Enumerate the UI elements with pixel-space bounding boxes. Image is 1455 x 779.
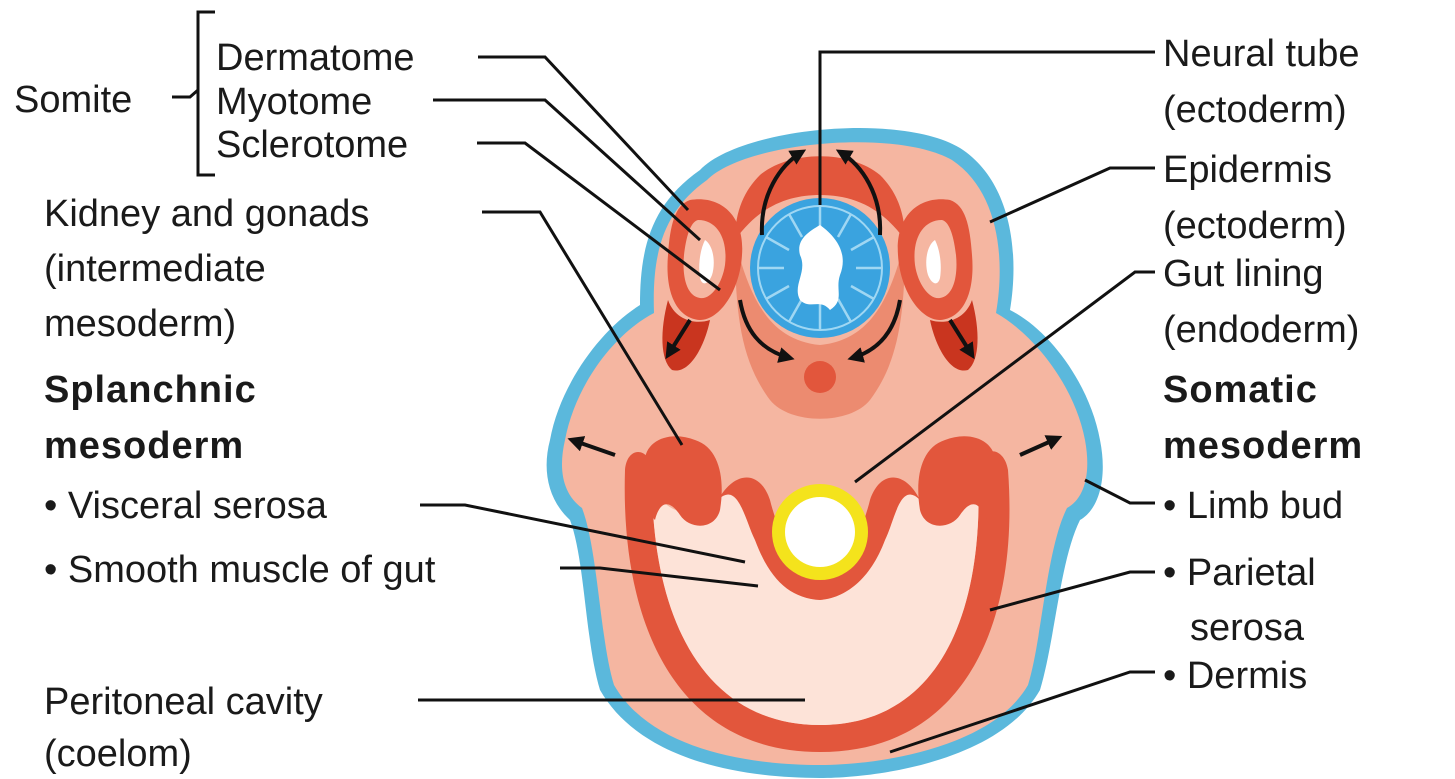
label-kidney-line1: Kidney and gonads — [44, 193, 369, 235]
gut-lumen — [785, 497, 855, 567]
label-epidermis-line2: (ectoderm) — [1163, 205, 1347, 247]
label-kidney-line2: (intermediate — [44, 248, 266, 290]
neural-tube — [750, 198, 890, 338]
label-sclerotome: Sclerotome — [216, 124, 408, 166]
label-myotome: Myotome — [216, 81, 372, 123]
label-kidney-line3: mesoderm) — [44, 303, 236, 345]
embryo-body — [547, 128, 1103, 778]
label-neural-tube-line1: Neural tube — [1163, 33, 1359, 75]
label-dermis: • Dermis — [1163, 655, 1307, 697]
label-peritoneal-line2: (coelom) — [44, 733, 192, 775]
label-gut-lining-line1: Gut lining — [1163, 253, 1324, 295]
right-labels: Neural tube (ectoderm) Epidermis (ectode… — [1163, 33, 1363, 697]
label-smooth-muscle: • Smooth muscle of gut — [44, 549, 436, 591]
label-somatic-line2: mesoderm — [1163, 425, 1363, 467]
label-limb-bud: • Limb bud — [1163, 485, 1343, 527]
label-visceral-serosa: • Visceral serosa — [44, 485, 328, 527]
label-gut-lining-line2: (endoderm) — [1163, 309, 1359, 351]
label-peritoneal-line1: Peritoneal cavity — [44, 681, 323, 723]
label-epidermis-line1: Epidermis — [1163, 149, 1332, 191]
somite-bracket — [172, 12, 215, 175]
label-splanchnic-line1: Splanchnic — [44, 369, 257, 411]
label-parietal-line1: • Parietal — [1163, 552, 1316, 594]
left-labels: Somite Dermatome Myotome Sclerotome Kidn… — [14, 37, 436, 775]
label-somite: Somite — [14, 79, 132, 121]
label-parietal-line2: serosa — [1190, 607, 1305, 649]
label-somatic-line1: Somatic — [1163, 369, 1318, 411]
label-neural-tube-line2: (ectoderm) — [1163, 89, 1347, 131]
label-dermatome: Dermatome — [216, 37, 415, 79]
notochord — [804, 361, 836, 393]
leader-epidermis — [990, 168, 1155, 222]
label-splanchnic-line2: mesoderm — [44, 425, 244, 467]
